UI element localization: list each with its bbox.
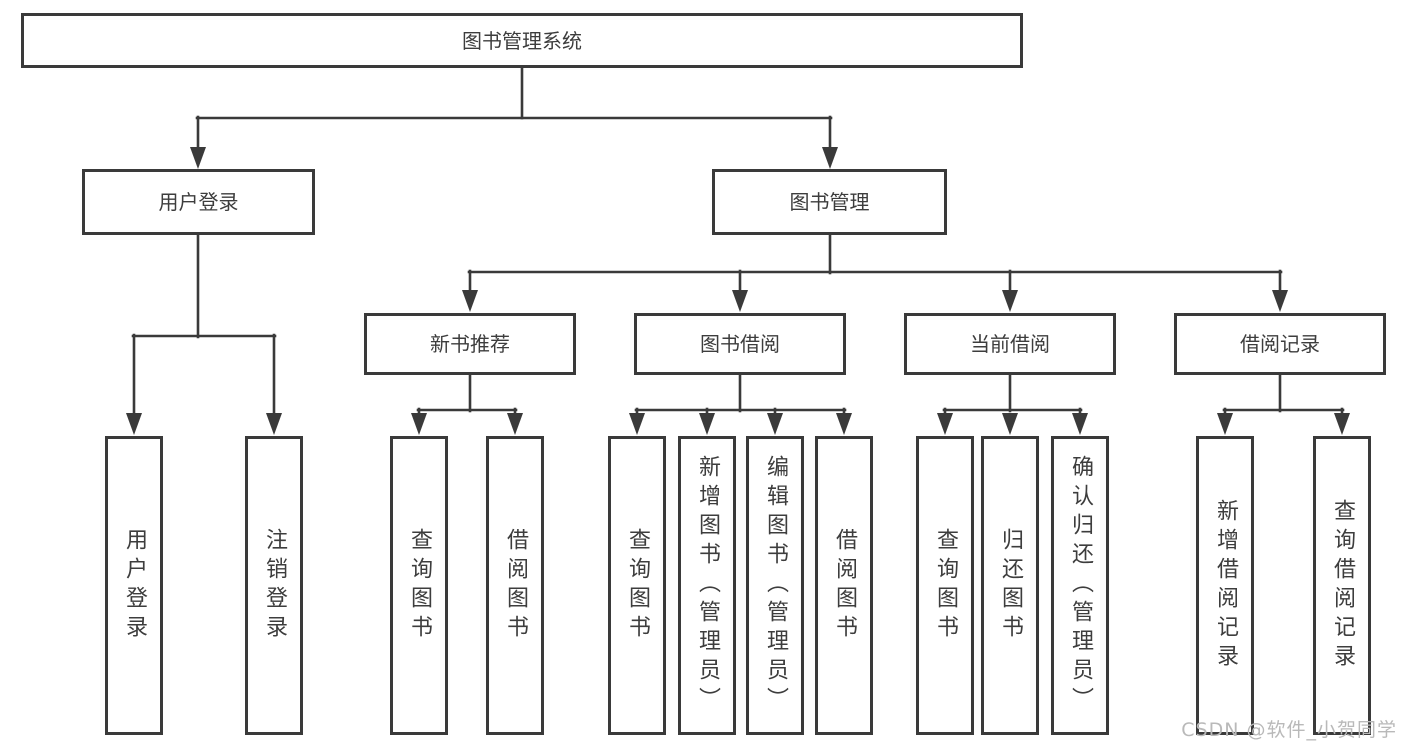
leaf-query-borrow-record: 查询借阅记录	[1313, 436, 1371, 735]
leaf-borrow-books-recommend: 借阅图书	[486, 436, 544, 735]
leaf-confirm-return-admin: 确认归还（管理员）	[1051, 436, 1109, 735]
leaf-logout: 注销登录	[245, 436, 303, 735]
leaf-user-login: 用户登录	[105, 436, 163, 735]
leaf-borrow-books-borrowing: 借阅图书	[815, 436, 873, 735]
leaf-edit-book-admin: 编辑图书（管理员）	[746, 436, 804, 735]
node-current-borrowing: 当前借阅	[904, 313, 1116, 375]
leaf-query-books-recommend: 查询图书	[390, 436, 448, 735]
node-borrowing-records: 借阅记录	[1174, 313, 1386, 375]
leaf-query-books-current: 查询图书	[916, 436, 974, 735]
arrowhead-icons	[126, 147, 1350, 435]
leaf-return-book: 归还图书	[981, 436, 1039, 735]
csdn-watermark: CSDN @软件_小贺同学	[1181, 719, 1397, 741]
leaf-add-borrow-record: 新增借阅记录	[1196, 436, 1254, 735]
leaf-query-books-borrowing: 查询图书	[608, 436, 666, 735]
node-book-management: 图书管理	[712, 169, 947, 235]
leaf-add-book-admin: 新增图书（管理员）	[678, 436, 736, 735]
node-book-borrowing: 图书借阅	[634, 313, 846, 375]
node-new-book-recommendation: 新书推荐	[364, 313, 576, 375]
node-user-login: 用户登录	[82, 169, 315, 235]
node-library-management-system: 图书管理系统	[21, 13, 1023, 68]
